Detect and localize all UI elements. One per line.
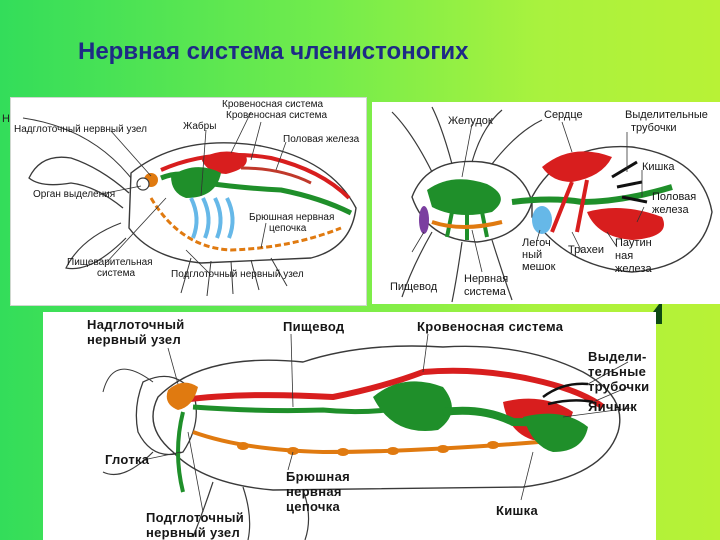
spider-abdomen-outline — [531, 145, 713, 273]
label-tubules-2: трубочки — [631, 122, 677, 134]
label-spinning-gland-1: Паутин — [615, 237, 652, 249]
label-nervous-2: система — [464, 286, 506, 298]
label-insect-intestine: Кишка — [496, 503, 538, 518]
spider-leader-lines — [411, 121, 645, 273]
label-insect-subesophageal-1: Подглоточный — [146, 510, 245, 525]
label-digestive-2: система — [97, 268, 136, 279]
label-tubules-1: Выделительные — [625, 109, 708, 121]
label-insect-pharynx: Глотка — [105, 452, 150, 467]
label-lung-1: Легоч — [522, 237, 551, 249]
label-lung-3: мешок — [522, 261, 556, 273]
insect-esophagus — [192, 404, 404, 415]
spider-nervous-mass — [431, 220, 503, 229]
label-gonad-2: железа — [652, 204, 689, 216]
insect-antenna — [102, 368, 154, 393]
crayfish-gonad — [240, 166, 312, 185]
crayfish-gills — [189, 197, 235, 239]
spider-diagram: Желудок Сердце Выделительные трубочки Ки… — [372, 102, 720, 304]
spider-heart — [542, 151, 612, 182]
label-insect-ventral-2: нервная — [286, 484, 342, 499]
insect-head-outline — [135, 375, 197, 456]
label-heart: Сердце — [544, 109, 583, 121]
crayfish-claw-lower — [65, 222, 127, 270]
label-digestive-1: Пищеварительная — [67, 257, 153, 268]
spider-esophagus-gland — [419, 206, 429, 234]
insect-hindgut — [523, 413, 588, 452]
label-spinning-gland-2: ная — [615, 250, 634, 262]
crayfish-leader-lines — [100, 111, 287, 276]
label-gills: Жабры — [183, 121, 217, 132]
label-insect-tubules-2: тельные — [588, 364, 647, 379]
crayfish-body-outline — [128, 142, 357, 264]
label-insect-ventral-3: цепочка — [286, 499, 341, 514]
label-excretory-organ: Орган выделения — [33, 189, 116, 200]
insect-body-outline — [152, 345, 621, 491]
label-lung-2: ный — [522, 249, 543, 261]
label-subesophageal: Подглоточный нервный узел — [171, 269, 304, 280]
label-esophagus: Пищевод — [390, 281, 438, 293]
label-spinning-gland-3: железа — [615, 263, 652, 275]
label-insect-circulatory: Кровеносная система — [417, 319, 564, 334]
insect-diagram: Надглоточный нервный узел Пищевод Кровен… — [43, 312, 656, 540]
label-stomach: Желудок — [448, 115, 493, 127]
label-insect-supraesophageal-2: нервный узел — [87, 332, 182, 347]
insect-ventral-ganglia — [237, 441, 499, 456]
spider-stomach — [427, 179, 501, 216]
spider-excretory-tubules — [611, 160, 648, 204]
spider-legs — [391, 106, 543, 303]
label-gonad-1: Половая — [652, 191, 697, 203]
label-insect-ovary: Яичник — [588, 399, 638, 414]
insect-supraesophageal-ganglion — [166, 382, 198, 410]
insect-dorsal-vessel — [182, 367, 605, 410]
crayfish-circulatory-vessel — [160, 152, 351, 200]
crayfish-legs — [180, 257, 288, 297]
page-title: Нервная система членистоногих — [78, 38, 469, 65]
label-circulatory-2: Кровеносная система — [226, 110, 328, 121]
label-ventral-cord-2: цепочка — [269, 223, 307, 234]
crayfish-drawing — [22, 111, 357, 297]
label-gonad: Половая железа — [283, 134, 360, 145]
label-circulatory-1: Кровеносная система — [222, 99, 324, 110]
crayfish-antenna — [22, 117, 132, 179]
insect-ventral-nerve-cord — [192, 430, 564, 455]
insect-drawing — [102, 333, 632, 540]
label-insect-supraesophageal-1: Надглоточный — [87, 317, 185, 332]
crayfish-stomach — [171, 167, 221, 198]
label-trachea: Трахеи — [568, 244, 604, 256]
crayfish-claw-outline — [28, 156, 130, 209]
corner-letter: Н — [2, 113, 10, 125]
insect-pharynx — [176, 411, 185, 493]
spider-gonad — [587, 208, 664, 240]
insect-excretory-tubules — [542, 382, 594, 406]
spider-circulatory-vessel — [550, 179, 589, 233]
crayfish-diagram: Кровеносная система Кровеносная система … — [10, 97, 367, 306]
crayfish-heart — [201, 151, 247, 174]
crayfish-eye — [136, 177, 150, 191]
spider-drawing — [391, 106, 713, 303]
label-insect-tubules-1: Выдели- — [588, 349, 647, 364]
label-nervous-1: Нервная — [464, 273, 509, 285]
label-supraesophageal: Надглоточный нервный узел — [14, 124, 147, 135]
crayfish-ventral-nerve-cord — [149, 197, 342, 252]
spider-book-lung — [532, 206, 552, 234]
label-ventral-cord-1: Брюшная нервная — [249, 212, 335, 223]
label-insect-ventral-1: Брюшная — [286, 469, 350, 484]
label-insect-tubules-3: трубочки — [588, 379, 650, 394]
label-intestine: Кишка — [642, 161, 675, 173]
label-insect-esophagus: Пищевод — [283, 319, 345, 334]
insect-leader-lines — [142, 333, 632, 513]
label-insect-subesophageal-2: нервный узел — [146, 525, 241, 540]
insect-crop — [373, 381, 452, 432]
